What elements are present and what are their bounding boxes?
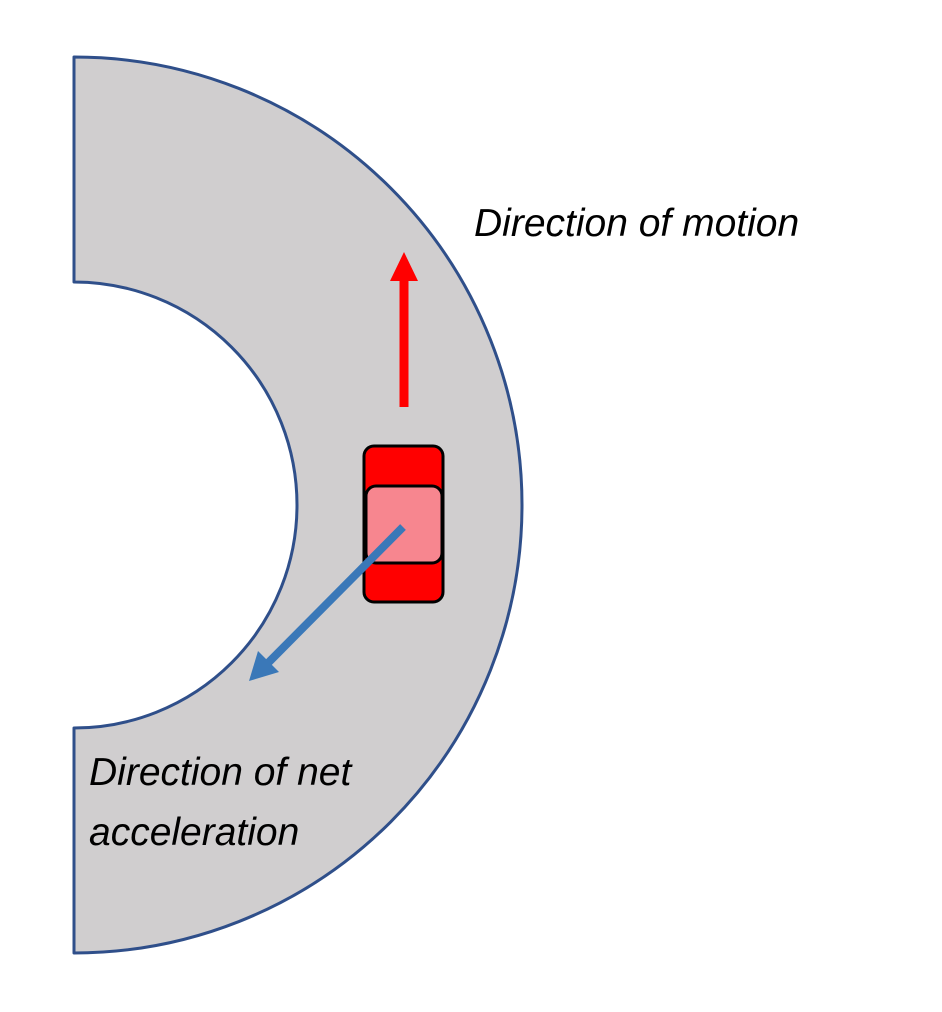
motion-arrow: [390, 252, 418, 407]
acceleration-arrow-head: [249, 651, 279, 681]
acceleration-arrow: [249, 524, 406, 681]
acceleration-label-line1: Direction of net: [89, 751, 353, 794]
motion-label: Direction of motion: [474, 202, 799, 245]
acceleration-label-line2: acceleration: [89, 811, 299, 854]
car: [362, 444, 445, 604]
acceleration-arrow-shaft: [264, 524, 406, 667]
motion-arrow-head: [390, 252, 418, 281]
